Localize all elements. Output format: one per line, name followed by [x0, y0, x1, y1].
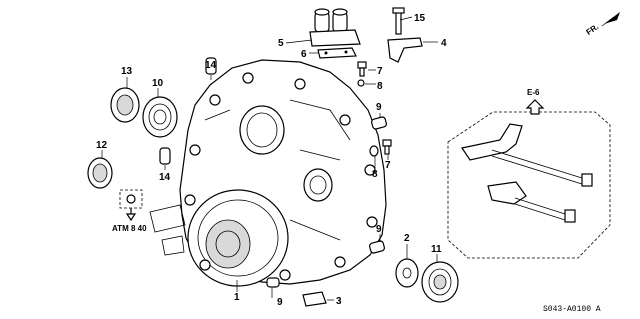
dowel-pin-9-bottom — [266, 277, 280, 288]
callout-14-lower: 14 — [159, 172, 171, 183]
callout-14-upper: 14 — [205, 60, 217, 71]
callout-2: 2 — [404, 233, 410, 244]
callout-5: 5 — [278, 38, 284, 49]
bolt-part-7-mid — [382, 139, 392, 155]
clip-part-3 — [302, 291, 327, 307]
reference-part-atm — [119, 189, 143, 209]
callout-15: 15 — [414, 13, 426, 24]
dowel-pin-14-lower — [159, 147, 171, 165]
callout-4: 4 — [441, 38, 447, 49]
solenoid-assembly — [309, 8, 361, 59]
leader-lines — [101, 16, 438, 301]
transmission-housing — [149, 59, 387, 287]
bolt-part-7-top — [357, 61, 367, 87]
callout-3: 3 — [336, 296, 342, 307]
callout-9-top: 9 — [376, 102, 382, 113]
callout-8-top: 8 — [377, 81, 383, 92]
atm-reference-label: ATM 8 40 — [112, 224, 147, 233]
callout-10: 10 — [152, 78, 164, 89]
e6-inset — [447, 111, 611, 259]
callout-6: 6 — [301, 49, 307, 60]
bearing-part-11 — [421, 261, 459, 303]
e6-reference-label: E-6 — [527, 88, 540, 97]
callout-7-top: 7 — [377, 66, 383, 77]
dowel-pin-14-upper — [205, 57, 217, 75]
bracket-part-4 — [387, 7, 423, 63]
callout-1: 1 — [234, 292, 240, 303]
callout-8-mid: 8 — [372, 169, 378, 180]
front-label: FR. — [585, 22, 601, 37]
callout-9-bottom: 9 — [277, 297, 283, 308]
bearing-part-10 — [142, 96, 178, 138]
washer-part-8-mid — [369, 145, 379, 157]
callout-11: 11 — [431, 244, 442, 255]
callout-13: 13 — [121, 66, 133, 77]
diagram-code: S043-A0100 A — [543, 305, 601, 314]
washer-part-2 — [395, 258, 419, 288]
oil-seal-part-12 — [87, 157, 113, 189]
arrow-down-icon — [125, 208, 137, 222]
oil-seal-part-13 — [110, 87, 140, 123]
arrow-up-icon — [525, 99, 545, 115]
callout-9-right: 9 — [376, 224, 382, 235]
callout-12: 12 — [96, 140, 108, 151]
front-direction-arrow-icon — [601, 12, 620, 27]
dowel-pin-9-upper — [371, 116, 387, 130]
dowel-pin-9-right — [369, 240, 385, 254]
callout-7-mid: 7 — [385, 160, 391, 171]
